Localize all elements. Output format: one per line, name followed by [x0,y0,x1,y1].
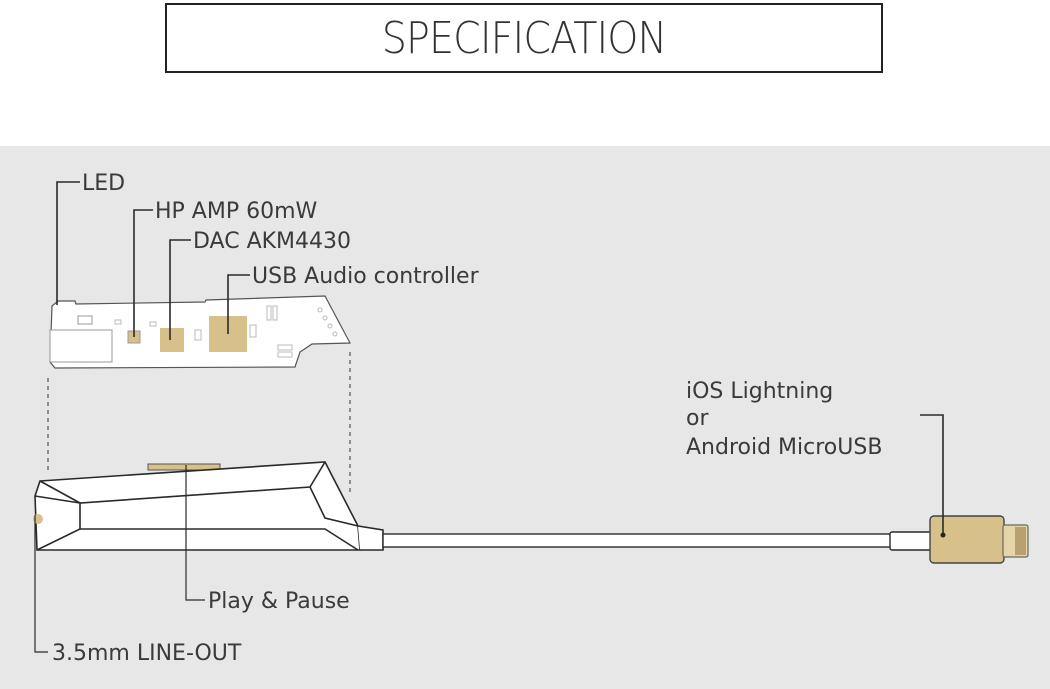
diagram-panel [0,146,1050,689]
label-play-pause: Play & Pause [208,589,350,614]
dac-chip [160,328,184,352]
label-usb-controller: USB Audio controller [252,264,480,289]
label-dac: DAC AKM4430 [193,229,351,254]
device-body [33,461,384,551]
cable [382,533,892,548]
dac-leader [169,239,191,340]
title-box: SPECIFICATION [165,3,883,73]
lineout-leader [34,515,48,653]
page-title: SPECIFICATION [381,12,667,64]
connector-ferrule [889,531,933,551]
label-led: LED [82,171,125,196]
label-line-out: 3.5mm LINE-OUT [52,641,242,666]
pcb-board [49,295,351,369]
label-connector-ios: iOS Lightning [686,379,833,404]
play-leader [185,465,205,601]
play-pause-button [147,463,221,471]
led-leader [56,181,80,305]
hp-amp-leader [133,209,153,337]
label-connector-android: Android MicroUSB [686,435,882,460]
usb-leader [227,274,250,334]
connector-leader [920,414,944,535]
label-hp-amp: HP AMP 60mW [155,199,318,224]
label-connector-or: or [686,406,709,431]
connector-housing [929,515,1005,564]
